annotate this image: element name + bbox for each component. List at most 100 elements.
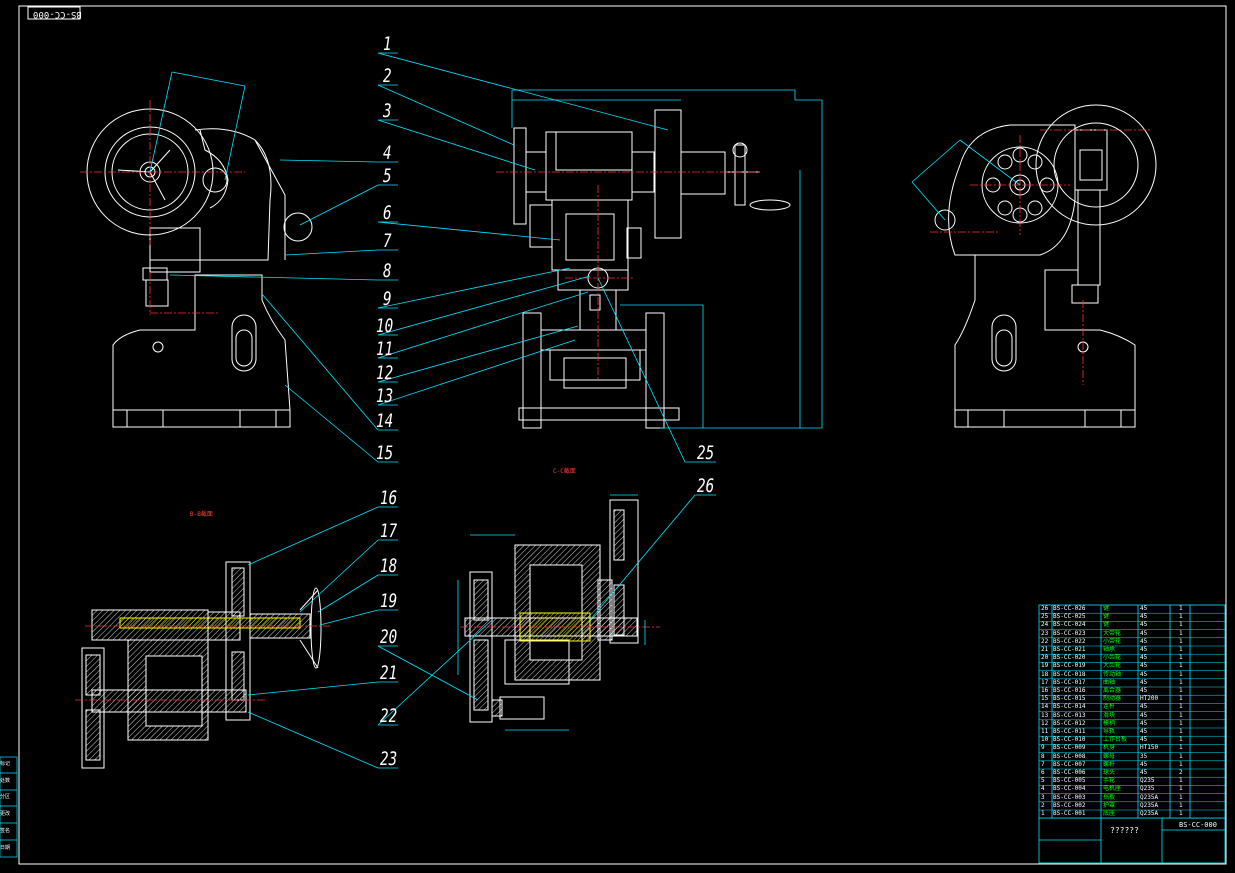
corner-drawing-code: BS-CC-000 <box>33 9 82 19</box>
outer-frame <box>18 5 1227 865</box>
bom-cell-name: 连杆 <box>1103 703 1116 711</box>
bom-cell-mat: 45 <box>1140 629 1148 637</box>
bom-cell-name: 机身 <box>1103 744 1116 752</box>
bom-cell-code: BS-CC-007 <box>1053 760 1086 768</box>
bom-cell-code: BS-CC-025 <box>1053 613 1086 621</box>
bom-cell-code: BS-CC-024 <box>1053 621 1086 629</box>
bom-cell-name: 导轨 <box>1103 728 1116 735</box>
bom-cell-code: BS-CC-005 <box>1053 777 1086 785</box>
callout-18: 18 <box>380 555 398 577</box>
bom-cell-qty: 1 <box>1179 703 1183 711</box>
revision-cell-3: 分区 <box>0 794 11 800</box>
bom-cell-name: 手轮 <box>1103 777 1116 785</box>
bom-cell-name: 球头 <box>1103 769 1116 776</box>
bom-cell-name: 螺杆 <box>1103 760 1116 768</box>
bom-cell-code: BS-CC-020 <box>1053 654 1086 662</box>
bom-cell-no: 20 <box>1041 654 1049 662</box>
bom-cell-name: 小齿轮 <box>1103 654 1122 662</box>
bom-cell-mat: Q235 <box>1140 785 1155 793</box>
bom-cell-code: BS-CC-014 <box>1053 703 1086 711</box>
bom-cell-code: BS-CC-010 <box>1053 736 1086 744</box>
bom-cell-mat: Q235A <box>1140 801 1159 809</box>
bom-cell-qty: 1 <box>1179 654 1183 662</box>
bom-cell-qty: 1 <box>1179 752 1183 760</box>
bom-cell-name: 键 <box>1103 613 1110 621</box>
callout-20: 20 <box>380 626 398 648</box>
bom-cell-no: 12 <box>1041 719 1049 727</box>
callout-12: 12 <box>376 362 394 384</box>
section-c-c <box>464 499 639 723</box>
bom-cell-code: BS-CC-026 <box>1053 605 1086 612</box>
bom-cell-code: BS-CC-019 <box>1053 662 1086 670</box>
bom-cell-qty: 1 <box>1179 801 1183 809</box>
callout-23: 23 <box>380 748 398 770</box>
bom-cell-no: 6 <box>1041 769 1045 776</box>
right-view-dimension <box>911 139 1021 221</box>
bom-cell-mat: 45 <box>1140 703 1148 711</box>
bom-cell-no: 5 <box>1041 777 1045 785</box>
bom-cell-qty: 1 <box>1179 793 1183 801</box>
bom-cell-mat: 45 <box>1140 637 1148 645</box>
bom-cell-name: 小带轮 <box>1103 637 1122 645</box>
section-b-label: B-B截面 <box>190 511 213 518</box>
bom-cell-no: 15 <box>1041 695 1049 703</box>
revision-cell-1: 标记 <box>0 761 11 767</box>
callout-13: 13 <box>376 385 394 407</box>
bom-cell-code: BS-CC-008 <box>1053 752 1086 760</box>
title-block-code: BS-CC-000 <box>1179 821 1217 829</box>
section-c-label: C-C截面 <box>553 468 576 475</box>
bom-cell-qty: 1 <box>1179 687 1183 694</box>
bom-cell-no: 8 <box>1041 752 1045 760</box>
front-view-centerlines <box>496 171 760 380</box>
callout-22: 22 <box>380 705 398 727</box>
bom-cell-no: 25 <box>1041 613 1049 621</box>
section-c-dimensions <box>457 494 646 731</box>
bom-cell-code: BS-CC-001 <box>1053 810 1086 817</box>
revision-cell-5: 签名 <box>0 828 11 834</box>
bom-cell-name: 制动器 <box>1103 695 1122 703</box>
bom-cell-qty: 1 <box>1179 646 1183 653</box>
bom-cell-qty: 1 <box>1179 621 1183 629</box>
bom-cell-mat: 45 <box>1140 670 1148 678</box>
front-view <box>513 109 791 429</box>
bom-cell-no: 14 <box>1041 703 1049 711</box>
bom-cell-name: 键 <box>1103 621 1110 629</box>
bom-cell-qty: 1 <box>1179 777 1183 785</box>
bom-cell-name: 电机座 <box>1103 785 1122 793</box>
bom-cell-mat: 45 <box>1140 728 1148 735</box>
callout-1: 1 <box>383 33 392 55</box>
bom-cell-qty: 2 <box>1179 769 1183 776</box>
right-view-centerlines <box>930 129 1150 385</box>
bom-cell-mat: 45 <box>1140 760 1148 768</box>
bom-cell-name: 模柄 <box>1103 719 1116 727</box>
bom-cell-mat: Q235A <box>1140 793 1159 801</box>
title-block-name: ?????? <box>1110 826 1139 835</box>
front-view-dimensions <box>511 89 823 429</box>
section-b-b <box>81 561 322 769</box>
bom-cell-mat: 45 <box>1140 662 1148 670</box>
callout-26: 26 <box>697 475 715 497</box>
bom-cell-mat: 45 <box>1140 621 1148 629</box>
bom-cell-name: 护罩 <box>1103 801 1116 809</box>
bom-cell-no: 10 <box>1041 736 1049 744</box>
bom-cell-mat: 45 <box>1140 678 1148 686</box>
bom-row-lines <box>1039 612 1225 819</box>
bom-cell-no: 23 <box>1041 629 1049 637</box>
callout-15: 15 <box>376 442 394 464</box>
bom-cell-no: 16 <box>1041 687 1049 694</box>
revision-cell-4: 更改 <box>0 811 11 817</box>
callout-10: 10 <box>376 315 394 337</box>
